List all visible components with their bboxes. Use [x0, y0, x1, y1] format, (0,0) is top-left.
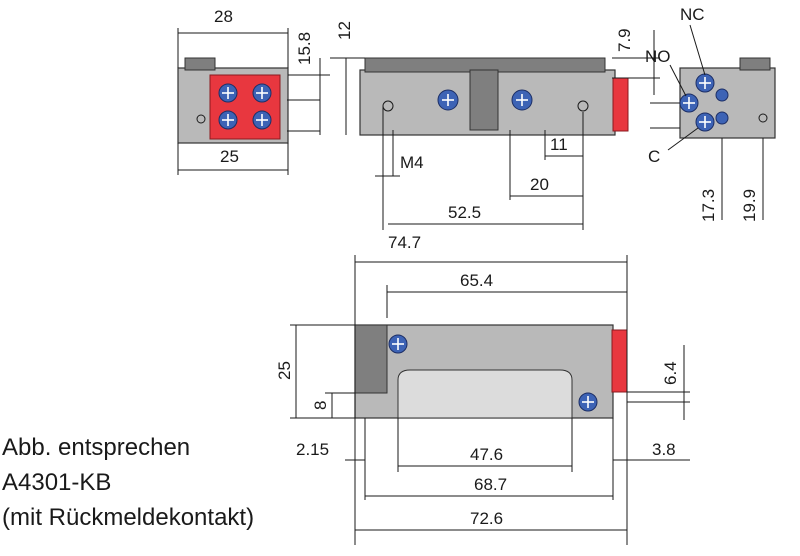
dim-3-8: 3.8 — [652, 440, 676, 459]
dim-17-3: 17.3 — [699, 189, 718, 222]
terminal-screw-1 — [218, 83, 238, 103]
dim-68-7: 68.7 — [474, 475, 507, 494]
plan-view: 65.4 25 8 2.15 47.6 68.7 72.6 6.4 3.8 — [275, 255, 690, 545]
dim-25-plan: 25 — [275, 361, 294, 380]
side-screw-1 — [437, 89, 459, 111]
plan-view-recess — [397, 369, 573, 419]
dim-7-9: 7.9 — [615, 28, 634, 52]
dim-72-6: 72.6 — [470, 509, 503, 528]
caption-line-1: Abb. entsprechen — [2, 434, 190, 461]
side-view: 12 M4 11 20 52.5 74.7 7.9 — [330, 21, 660, 252]
terminal-screw-3 — [218, 110, 238, 130]
side-screw-2 — [511, 89, 533, 111]
label-c: C — [648, 147, 660, 166]
dim-15-8: 15.8 — [295, 32, 314, 65]
dim-19-9: 19.9 — [740, 189, 759, 222]
caption-line-3: (mit Rückmeldekontakt) — [2, 504, 254, 531]
contact-pin-1 — [715, 88, 729, 102]
end-view-right: NC NO C 17.3 19.9 — [645, 5, 776, 222]
dim-47-6: 47.6 — [470, 445, 503, 464]
caption: Abb. entsprechen A4301-KB (mit Rückmelde… — [2, 434, 254, 531]
contact-screw-c — [695, 112, 715, 132]
contact-pin-2 — [715, 111, 729, 125]
terminal-block — [209, 74, 281, 140]
terminal-screw-2 — [252, 83, 272, 103]
label-nc: NC — [680, 5, 705, 24]
dim-28: 28 — [214, 7, 233, 26]
dim-8: 8 — [311, 401, 330, 410]
plan-view-end-cap — [354, 324, 388, 394]
caption-line-2: A4301-KB — [2, 469, 111, 496]
dim-2-15: 2.15 — [296, 440, 329, 459]
plan-screw-1 — [388, 334, 408, 354]
label-no: NO — [645, 47, 671, 66]
plan-screw-2 — [578, 392, 598, 412]
dim-11: 11 — [550, 135, 568, 154]
mounting-hole-right — [577, 100, 589, 112]
end-view-left-tab — [184, 57, 216, 71]
side-view-red-indicator — [612, 77, 629, 132]
end-view-left-hole — [196, 114, 206, 124]
end-view-left: 28 15.8 25 — [177, 7, 330, 175]
side-view-center-block — [469, 69, 499, 131]
dim-74-7: 74.7 — [388, 233, 421, 252]
contact-screw-no — [679, 93, 699, 113]
dim-25-left: 25 — [220, 147, 239, 166]
dim-6-4: 6.4 — [661, 361, 680, 385]
end-view-right-tab — [739, 57, 771, 71]
end-view-right-hole — [758, 113, 768, 123]
dim-12: 12 — [335, 21, 354, 40]
dim-52-5: 52.5 — [448, 203, 481, 222]
dim-20: 20 — [530, 175, 549, 194]
contact-screw-nc — [695, 73, 715, 93]
terminal-screw-4 — [252, 110, 272, 130]
dim-65-4: 65.4 — [460, 271, 493, 290]
dim-m4: M4 — [400, 153, 424, 172]
plan-view-red-indicator — [611, 329, 628, 393]
